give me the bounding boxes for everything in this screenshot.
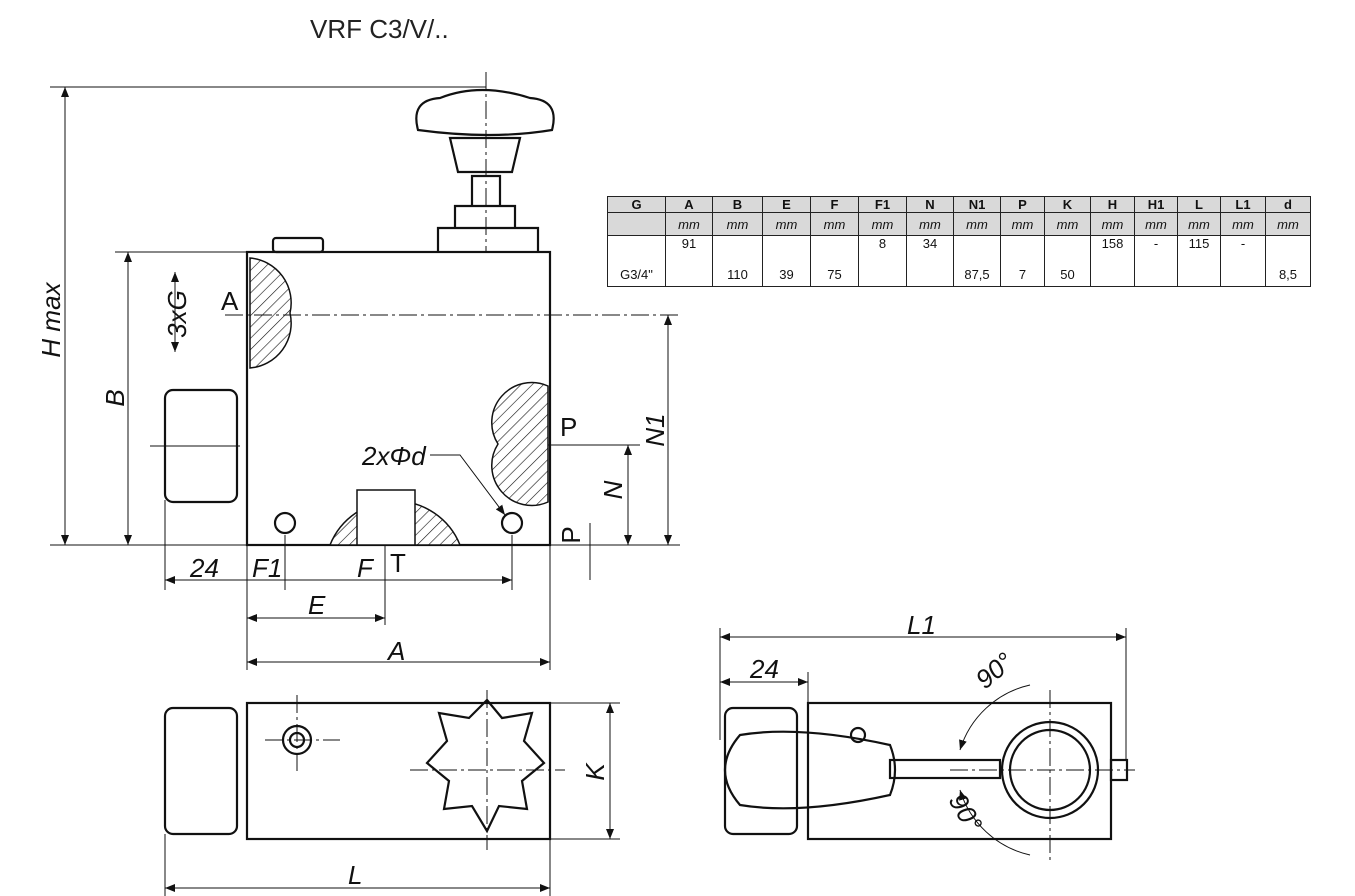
label-2xphid: 2xΦd [361, 441, 427, 471]
unit: mm [1220, 212, 1266, 236]
knob-neck [448, 136, 522, 174]
table-unit-row: mm mm mm mm mm mm mm mm mm mm mm mm mm m… [607, 212, 1311, 236]
label-n1: N1 [640, 413, 670, 446]
unit: mm [1134, 212, 1178, 236]
stem-nut [436, 174, 540, 252]
port-p-section [491, 381, 549, 507]
valve-body-top [245, 701, 552, 841]
unit: mm [1177, 212, 1221, 236]
label-f1: F1 [252, 553, 282, 583]
col-l1: L1 [1220, 196, 1266, 213]
unit: mm [712, 212, 763, 236]
unit: mm [858, 212, 907, 236]
col-d: d [1265, 196, 1311, 213]
col-f: F [810, 196, 859, 213]
cell-b: 110 [712, 235, 763, 287]
cell-f1: 8 [858, 235, 907, 287]
col-n1: N1 [953, 196, 1001, 213]
label-24-front: 24 [189, 553, 219, 583]
unit: mm [1090, 212, 1135, 236]
table-row: G3/4" 91 110 39 75 8 34 87,5 7 50 158 - … [607, 235, 1311, 287]
unit: mm [762, 212, 811, 236]
label-angle-bottom: 90° [943, 788, 989, 837]
cell-d: 8,5 [1265, 235, 1311, 287]
mount-hole-left [273, 511, 297, 535]
cell-n1: 87,5 [953, 235, 1001, 287]
label-port-p: P [560, 412, 577, 442]
cell-h1: - [1134, 235, 1178, 287]
col-a: A [665, 196, 713, 213]
label-b: B [100, 389, 130, 406]
cell-n: 34 [906, 235, 954, 287]
label-l1: L1 [907, 610, 936, 640]
col-n: N [906, 196, 954, 213]
plug [271, 236, 325, 254]
cell-g: G3/4" [607, 235, 666, 287]
label-h-max: H max [36, 281, 66, 357]
drawing-title: VRF C3/V/.. [310, 14, 449, 44]
label-f: F [357, 553, 375, 583]
cell-l: 115 [1177, 235, 1221, 287]
handwheel-knob [415, 88, 555, 137]
side-view: L1 24 90° 90° [719, 610, 1135, 860]
label-3xg: 3xG [162, 290, 192, 338]
col-p: P [1000, 196, 1045, 213]
table-header-row: G A B E F F1 N N1 P K H H1 L L1 d [607, 196, 1311, 213]
label-port-a: A [221, 286, 239, 316]
col-l: L [1177, 196, 1221, 213]
col-f1: F1 [858, 196, 907, 213]
unit: mm [1000, 212, 1045, 236]
label-l: L [348, 860, 362, 890]
unit: mm [1044, 212, 1091, 236]
label-n: N [598, 480, 628, 499]
cell-f: 75 [810, 235, 859, 287]
fitting-top [163, 706, 239, 836]
label-a: A [386, 636, 405, 666]
cell-p: 7 [1000, 235, 1045, 287]
col-h1: H1 [1134, 196, 1178, 213]
unit: mm [665, 212, 713, 236]
dimensions-table: G A B E F F1 N N1 P K H H1 L L1 d mm mm … [607, 196, 1311, 287]
col-g: G [607, 196, 666, 213]
cell-l1: - [1220, 235, 1266, 287]
lever-handle [723, 730, 897, 810]
unit: mm [810, 212, 859, 236]
cell-a: 91 [665, 235, 713, 287]
cell-k: 50 [1044, 235, 1091, 287]
label-angle-top: 90° [970, 646, 1019, 694]
mount-hole-right [500, 511, 524, 535]
handwheel-top [425, 698, 546, 834]
col-k: K [1044, 196, 1091, 213]
label-e: E [308, 590, 326, 620]
unit: mm [906, 212, 954, 236]
col-h: H [1090, 196, 1135, 213]
col-b: B [712, 196, 763, 213]
cell-e: 39 [762, 235, 811, 287]
col-e: E [762, 196, 811, 213]
top-view: K L [163, 690, 620, 896]
label-port-t: T [390, 548, 406, 578]
label-p-dim: P [556, 526, 586, 543]
unit: mm [953, 212, 1001, 236]
unit: mm [1265, 212, 1311, 236]
label-k: K [580, 762, 610, 781]
label-24-side: 24 [749, 654, 779, 684]
cell-h: 158 [1090, 235, 1135, 287]
port-a-section [249, 257, 292, 369]
front-view: H max B 3xG A P T N1 N P 2xΦd 24 F1 F E … [36, 72, 680, 670]
